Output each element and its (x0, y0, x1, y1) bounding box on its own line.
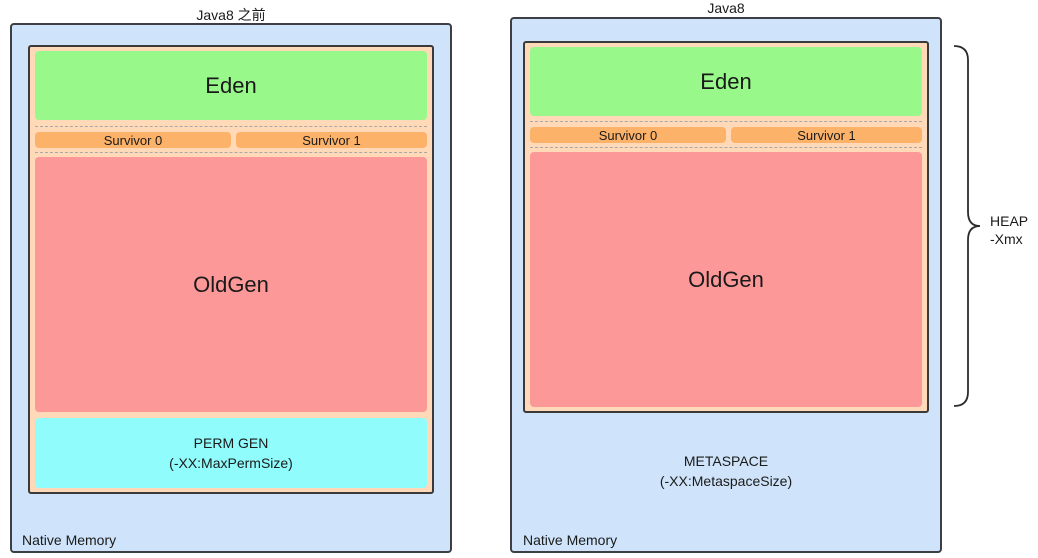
right-native-memory-label: Native Memory (523, 532, 618, 548)
right-survivor-1-block: Survivor 1 (731, 127, 922, 143)
left-oldgen-block: OldGen (35, 157, 427, 412)
xmx-flag-label: -Xmx (990, 231, 1023, 247)
left-survivor-0-block: Survivor 0 (35, 132, 231, 148)
left-permgen-flag: (-XX:MaxPermSize) (169, 455, 293, 471)
heap-brace-icon (953, 45, 981, 407)
left-native-memory-label: Native Memory (22, 532, 117, 548)
right-diagram-title: Java8 (707, 0, 745, 16)
left-eden-block: Eden (35, 51, 427, 120)
right-eden-block: Eden (530, 47, 922, 116)
left-permgen-block: PERM GEN (-XX:MaxPermSize) (35, 418, 427, 488)
right-metaspace-flag: (-XX:MetaspaceSize) (659, 473, 793, 489)
left-diagram-title: Java8 之前 (196, 7, 266, 23)
right-divider-top (530, 121, 922, 122)
right-metaspace-label-group: METASPACE (-XX:MetaspaceSize) (530, 450, 922, 492)
left-survivor-1-block: Survivor 1 (236, 132, 427, 148)
heap-label: HEAP (990, 213, 1029, 229)
right-oldgen-block: OldGen (530, 152, 922, 407)
right-divider-bottom (530, 147, 922, 148)
right-metaspace-label: METASPACE (683, 453, 769, 469)
heap-brace-label: HEAP -Xmx (990, 212, 1036, 248)
left-permgen-label: PERM GEN (193, 435, 269, 451)
left-divider-top (35, 126, 427, 127)
right-survivor-0-block: Survivor 0 (530, 127, 726, 143)
left-divider-bottom (35, 152, 427, 153)
